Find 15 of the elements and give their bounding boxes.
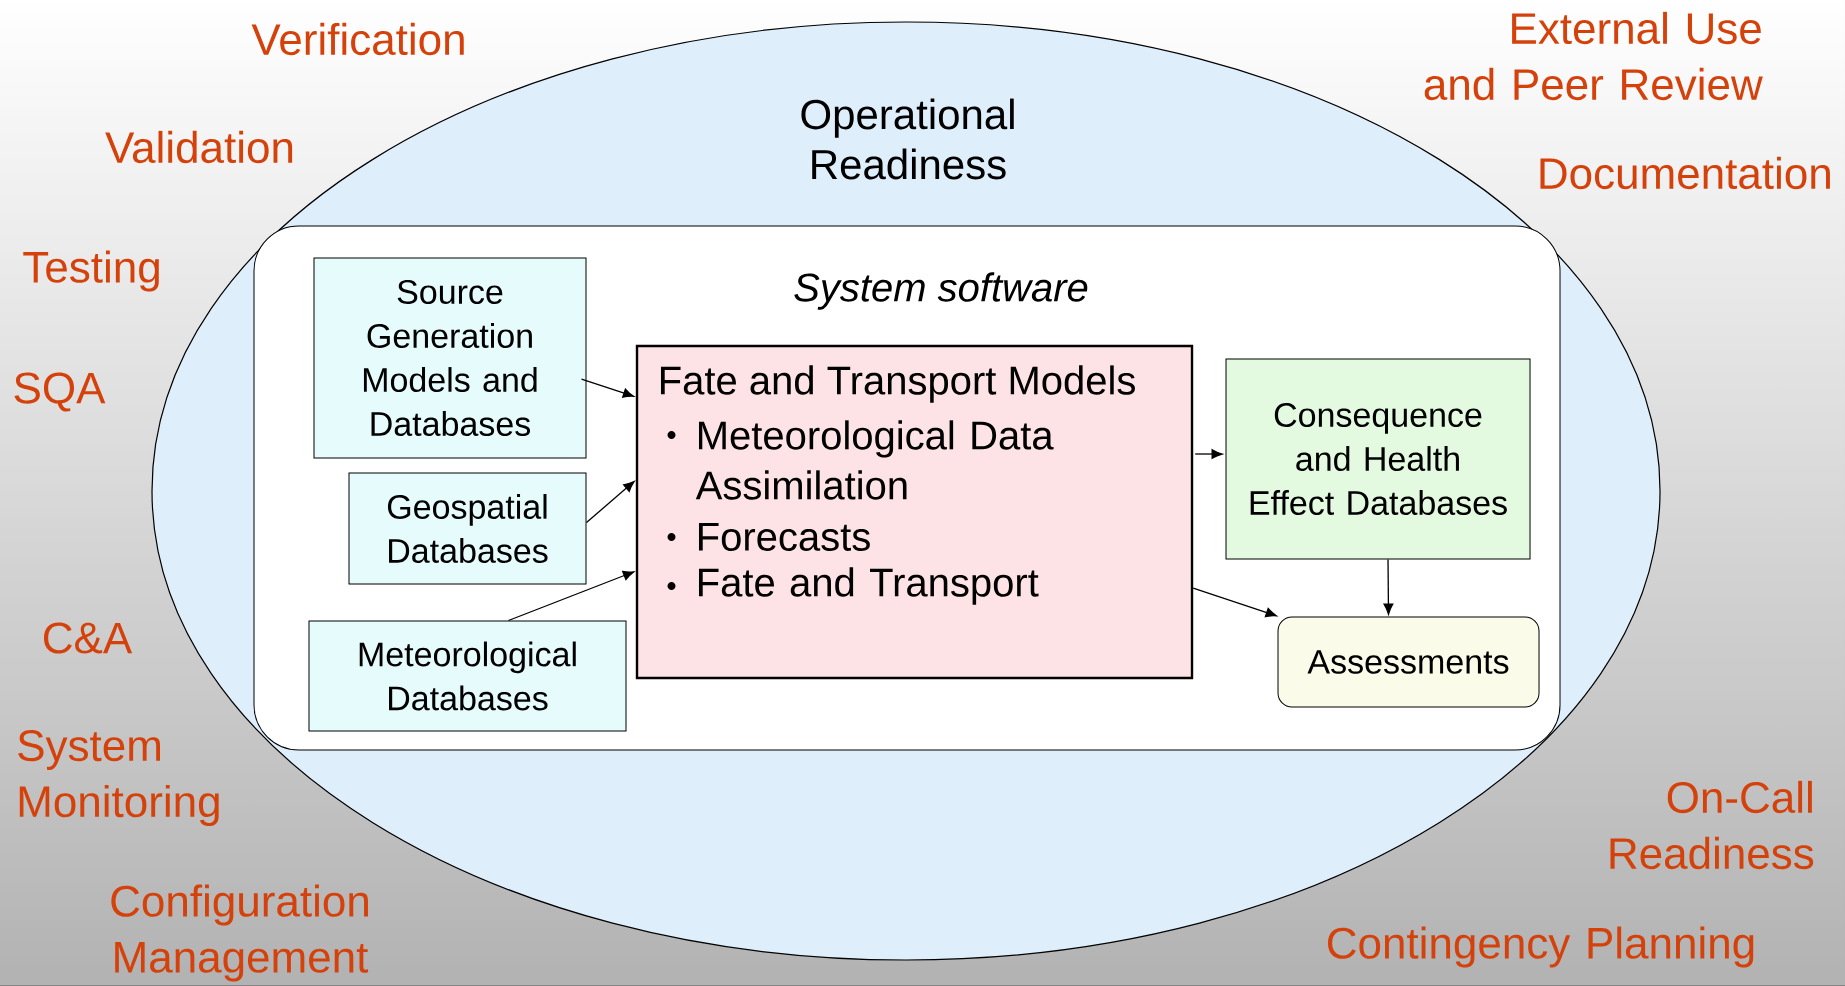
- result-box: Assessments: [1277, 616, 1540, 708]
- activity-label: C&A: [44, 622, 133, 654]
- activity-label: SQA: [14, 372, 106, 412]
- arrow: [580, 378, 635, 398]
- arrow: [1383, 558, 1394, 615]
- process-box: Fate and Transport Models Meteorological Data Assimilation Forecasts Fate and Transport: [635, 344, 1194, 680]
- database-box: Meteorological Databases: [308, 620, 627, 732]
- activity-label: Verification: [251, 22, 464, 56]
- database-box: Consequence and Health Effect Databases: [1225, 358, 1531, 560]
- database-box: Geospatial Databases: [348, 472, 587, 585]
- arrow: [1192, 587, 1277, 618]
- arrow: [507, 570, 635, 622]
- database-box: Source Generation Models and Databases: [313, 257, 587, 459]
- arrow: [1194, 449, 1223, 459]
- arrow: [585, 480, 635, 524]
